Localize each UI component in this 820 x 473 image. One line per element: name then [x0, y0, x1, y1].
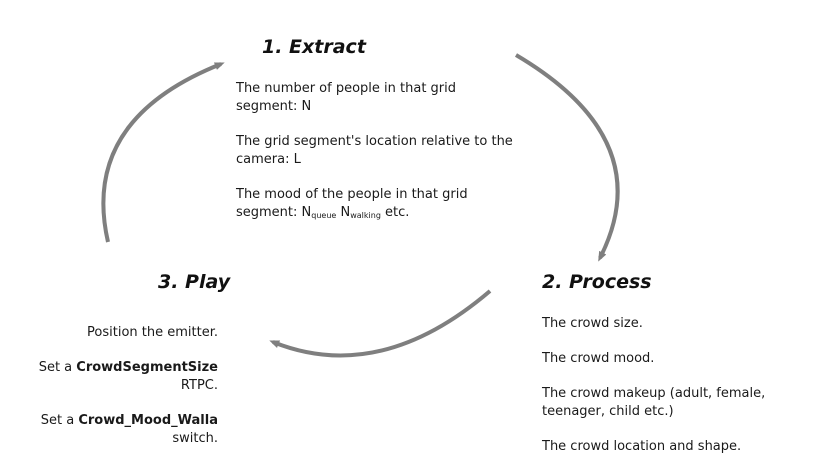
play-list: Position the emitter. Set a CrowdSegment…	[4, 324, 218, 465]
play-item: Set a Crowd_Mood_Walla switch.	[40, 413, 218, 446]
play-item: Set a CrowdSegmentSize RTPC.	[38, 360, 218, 393]
arrow-play-to-extract	[101, 62, 225, 243]
arrow-process-to-play	[269, 289, 492, 358]
process-item: The crowd location and shape.	[542, 439, 742, 454]
extract-item: The grid segment's location relative to …	[236, 134, 513, 167]
process-item: The crowd mood.	[542, 351, 655, 366]
extract-title: 1. Extract	[262, 36, 366, 58]
extract-list: The number of people in that grid segmen…	[236, 80, 521, 242]
process-item: The crowd size.	[542, 316, 643, 331]
process-title: 2. Process	[542, 271, 652, 293]
process-item: The crowd makeup (adult, female, teenage…	[542, 386, 766, 419]
extract-item: The number of people in that grid segmen…	[236, 81, 457, 114]
process-list: The crowd size. The crowd mood. The crow…	[542, 315, 817, 473]
extract-item: The mood of the people in that grid segm…	[236, 187, 468, 220]
arrow-extract-to-process	[514, 53, 620, 262]
play-title: 3. Play	[158, 271, 231, 293]
play-item: Position the emitter.	[87, 325, 218, 340]
